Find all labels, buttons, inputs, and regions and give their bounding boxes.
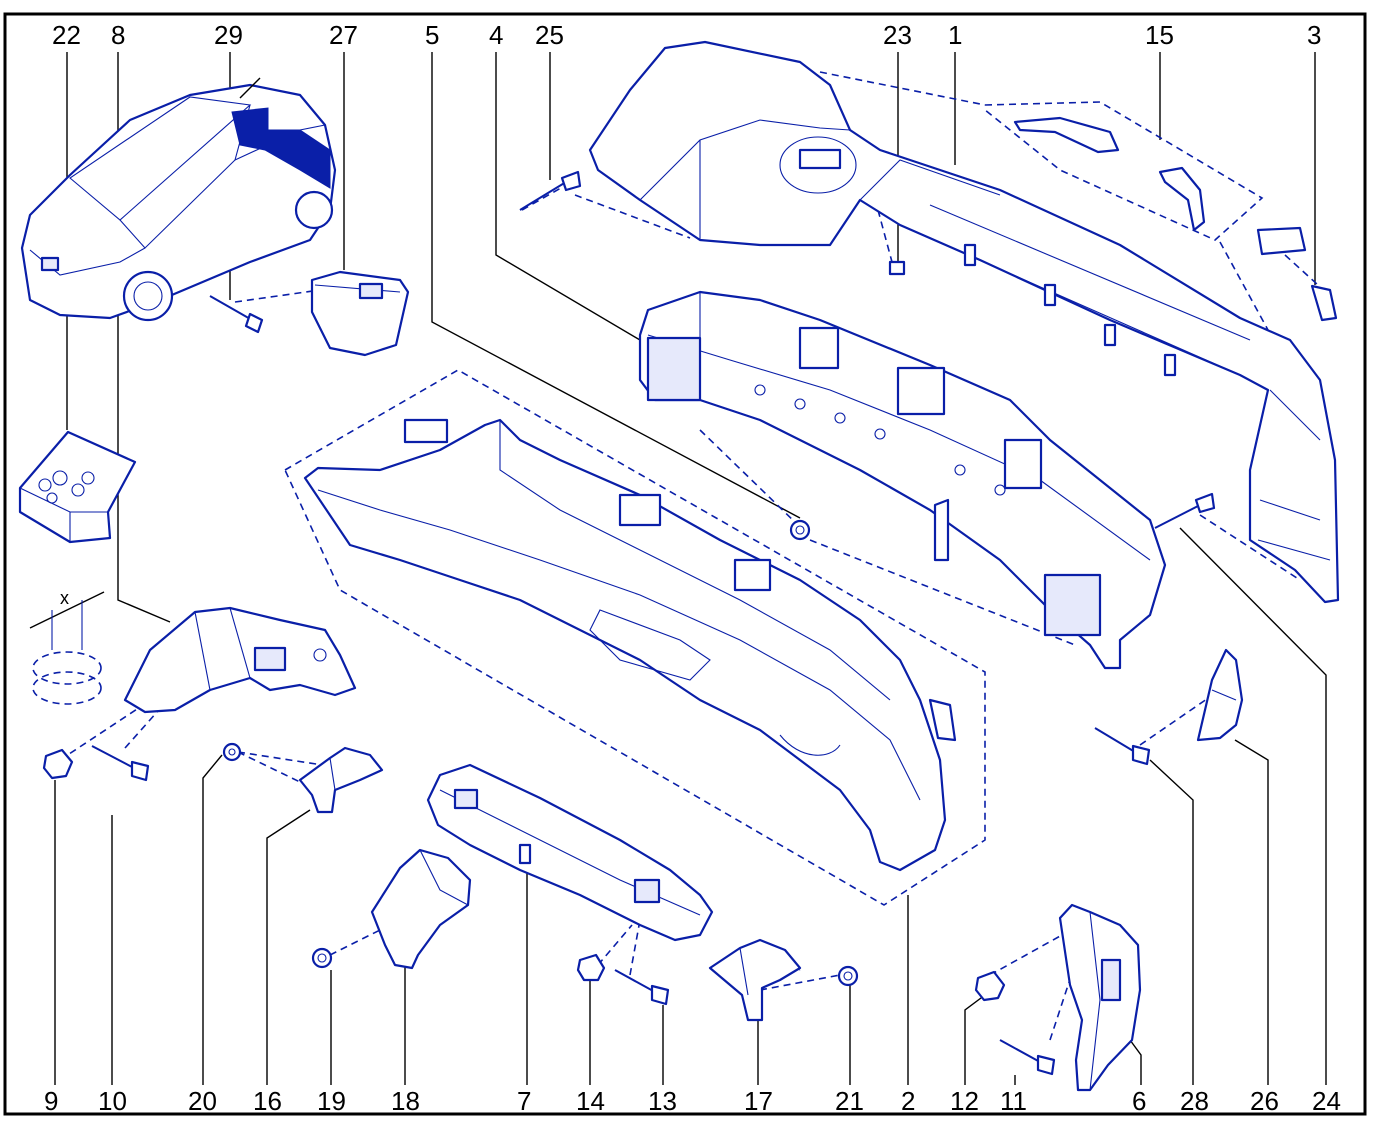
part-10-rivet xyxy=(91,745,150,782)
part-15-reflectors xyxy=(1013,116,1206,232)
part-25-rivet xyxy=(519,170,582,211)
vehicle-reference xyxy=(20,77,337,322)
label-28: 28 xyxy=(1180,1086,1209,1116)
label-29: 29 xyxy=(214,20,243,50)
label-12: 12 xyxy=(950,1086,979,1116)
part-29-rivet xyxy=(209,295,264,334)
dimension-x-label: x xyxy=(60,588,69,608)
label-11: 11 xyxy=(1000,1086,1027,1116)
label-9: 9 xyxy=(44,1086,58,1116)
part-12-nut xyxy=(974,970,1006,1002)
label-17: 17 xyxy=(744,1086,773,1116)
car-body xyxy=(20,83,337,320)
part-1-bumper-cover xyxy=(588,40,1340,604)
part-16-guide xyxy=(298,746,384,814)
label-25: 25 xyxy=(535,20,564,50)
part-18-bracket xyxy=(370,848,472,970)
front-wheel xyxy=(122,270,174,322)
part-22-kit-box xyxy=(18,430,137,544)
part-6-side-bracket xyxy=(1058,903,1142,1092)
label-4: 4 xyxy=(489,20,503,50)
part-17-guide xyxy=(708,938,802,1022)
part-28-rivet xyxy=(1094,727,1151,766)
part-24-rivet xyxy=(1154,492,1216,529)
rear-wheel xyxy=(294,190,334,230)
label-27: 27 xyxy=(329,20,358,50)
kit-15-outline xyxy=(984,101,1264,241)
part-23-clip xyxy=(888,260,906,276)
label-10: 10 xyxy=(98,1086,127,1116)
part-20-washer xyxy=(222,742,242,762)
leader-16 xyxy=(266,809,311,1085)
label-5: 5 xyxy=(425,20,439,50)
part-27-trim xyxy=(310,270,410,357)
leader-4 xyxy=(495,52,641,341)
label-20: 20 xyxy=(188,1086,217,1116)
dimension-x: x xyxy=(29,588,105,705)
label-8: 8 xyxy=(111,20,125,50)
assembly-lines xyxy=(59,71,1319,1041)
part-4-impact-absorber xyxy=(638,290,1167,670)
label-19: 19 xyxy=(317,1086,346,1116)
part-11-rivet xyxy=(999,1039,1056,1076)
label-26: 26 xyxy=(1250,1086,1279,1116)
leader-28 xyxy=(1149,759,1194,1085)
label-22: 22 xyxy=(52,20,81,50)
label-13: 13 xyxy=(648,1086,677,1116)
part-5-nut xyxy=(789,519,811,541)
part-7-long-bracket xyxy=(426,763,714,942)
highlighted-rear-bumper xyxy=(231,107,331,189)
label-6: 6 xyxy=(1132,1086,1146,1116)
bottom-labels: 9 10 20 16 19 18 7 14 13 17 21 2 12 11 6… xyxy=(44,1086,1341,1116)
part-21-washer xyxy=(837,965,859,987)
top-labels: 22 8 29 27 5 4 25 23 1 15 3 xyxy=(52,20,1321,50)
part-2-label-plate xyxy=(403,418,449,444)
label-18: 18 xyxy=(391,1086,420,1116)
kit-2-outline xyxy=(284,369,986,906)
label-24: 24 xyxy=(1312,1086,1341,1116)
leader-12 xyxy=(964,994,986,1085)
label-15: 15 xyxy=(1145,20,1174,50)
part-2-lower-bumper xyxy=(303,418,957,872)
label-1: 1 xyxy=(948,20,962,50)
leader-20 xyxy=(202,754,223,1085)
label-3: 3 xyxy=(1307,20,1321,50)
part-9-nut xyxy=(42,748,74,780)
part-26-trim xyxy=(1196,648,1244,742)
leader-6 xyxy=(1129,1039,1142,1085)
part-13-rivet xyxy=(614,969,670,1006)
label-7: 7 xyxy=(517,1086,531,1116)
leader-5 xyxy=(431,52,801,519)
part-8-bracket xyxy=(123,606,357,714)
label-23: 23 xyxy=(883,20,912,50)
part-19-nut xyxy=(311,947,333,969)
diagram-frame xyxy=(3,12,1367,1116)
part-3-clip xyxy=(1256,226,1338,322)
label-2: 2 xyxy=(901,1086,915,1116)
label-21: 21 xyxy=(835,1086,864,1116)
leader-26 xyxy=(1234,739,1269,1085)
leader-24 xyxy=(1179,527,1327,1085)
label-16: 16 xyxy=(253,1086,282,1116)
label-14: 14 xyxy=(576,1086,605,1116)
part-14-nut xyxy=(576,953,606,982)
